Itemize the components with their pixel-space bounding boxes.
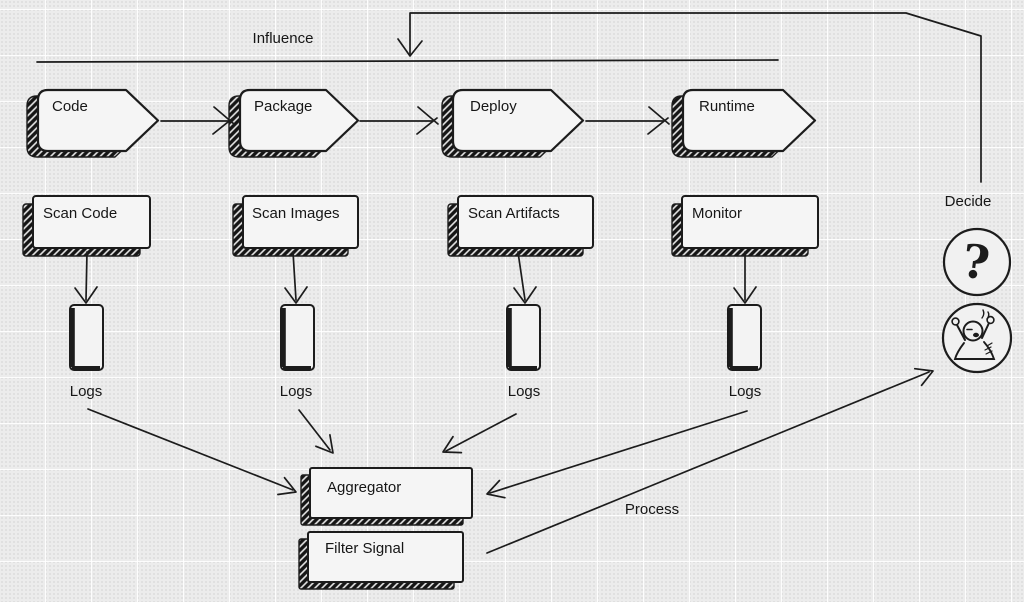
question-circle: ?	[942, 227, 1012, 297]
feedback-line	[409, 12, 982, 183]
scanner-label-scan-artifacts: Scan Artifacts	[468, 205, 560, 222]
scanner-shape-scan-images	[232, 195, 359, 257]
arrowhead-icon	[284, 286, 308, 304]
pipeline-shape-package	[228, 88, 360, 158]
arrowhead-icon	[315, 434, 334, 454]
shape-body	[681, 195, 819, 249]
log-label-1: Logs	[69, 383, 103, 400]
arrow-scan-artifacts-logs	[517, 251, 526, 301]
shape-body	[727, 304, 762, 371]
decide-icons: ?	[941, 227, 1013, 374]
pipeline-arrows	[160, 106, 670, 135]
log-shapes	[69, 304, 762, 371]
log-shape-1	[69, 304, 104, 371]
influence-loop	[36, 12, 982, 183]
shape-body	[681, 88, 817, 153]
shape-body	[69, 304, 104, 371]
pipeline-shape-deploy	[441, 88, 585, 158]
arrow-logs3-aggregator	[445, 413, 517, 452]
shape-body	[309, 467, 473, 519]
pipeline-shape-code	[26, 88, 160, 158]
processing-shapes	[298, 467, 473, 590]
shape-body	[238, 88, 360, 153]
arrowhead-icon	[513, 286, 537, 304]
pipeline-label-deploy: Deploy	[470, 98, 517, 115]
influence-underline	[36, 59, 779, 63]
log-shape-2	[280, 304, 315, 371]
pipeline-label-runtime: Runtime	[699, 98, 755, 115]
log-shape-3	[506, 304, 541, 371]
arrowhead-icon	[212, 106, 235, 135]
arrow-scan-images-logs	[292, 251, 297, 301]
shape-body	[242, 195, 359, 249]
circle-outline	[942, 227, 1012, 297]
shape-body	[506, 304, 541, 371]
arrowhead-icon	[647, 106, 670, 135]
arrow-scan-code-logs	[85, 251, 88, 301]
scan-to-log-arrows	[74, 251, 757, 304]
question-mark-icon: ?	[959, 234, 992, 291]
log-label-3: Logs	[507, 383, 541, 400]
panic-person-circle	[941, 302, 1013, 374]
scanner-shape-scan-artifacts	[447, 195, 594, 257]
aggregator-shape	[300, 467, 473, 526]
scanner-label-scan-images: Scan Images	[252, 205, 340, 222]
process-arrow	[486, 367, 934, 554]
arrowhead-icon	[416, 106, 439, 135]
log-shape-4	[727, 304, 762, 371]
arrowhead-icon	[74, 286, 98, 304]
pipeline-label-package: Package	[254, 98, 313, 115]
arrowhead-icon	[913, 367, 934, 387]
log-label-2: Logs	[279, 383, 313, 400]
scanner-shape-scan-code	[22, 195, 151, 257]
circle-outline	[941, 302, 1013, 374]
shape-body	[36, 88, 160, 153]
arrowhead-icon	[277, 476, 297, 496]
arrowhead-icon	[733, 286, 757, 304]
log-to-aggregator-arrows	[87, 408, 748, 499]
shape-body	[280, 304, 315, 371]
panicking-person-icon	[951, 309, 996, 360]
arrowhead-icon	[486, 479, 506, 499]
feedback-arrowhead-icon	[397, 38, 423, 57]
shape-body	[307, 531, 464, 583]
shape-body	[457, 195, 594, 249]
log-label-4: Logs	[728, 383, 762, 400]
pipeline-shape-runtime	[671, 88, 817, 158]
filter-signal-shape	[298, 531, 464, 590]
aggregator-label: Aggregator	[327, 479, 402, 496]
pipeline-shapes	[26, 88, 817, 158]
shape-body	[32, 195, 151, 249]
process-label: Process	[624, 501, 680, 518]
arrow-logs4-aggregator	[489, 410, 748, 494]
influence-label: Influence	[252, 30, 314, 47]
scanner-shape-monitor	[671, 195, 819, 257]
arrow-filter-decide	[486, 371, 930, 554]
decide-label: Decide	[944, 193, 992, 210]
arrowhead-icon	[442, 435, 463, 454]
arrow-logs2-aggregator	[298, 409, 331, 451]
filter-signal-label: Filter Signal	[325, 540, 405, 557]
shape-body	[451, 88, 585, 153]
scanner-shapes	[22, 195, 819, 257]
scanner-label-scan-code: Scan Code	[43, 205, 118, 222]
arrow-logs1-aggregator	[87, 408, 294, 491]
scanner-label-monitor: Monitor	[692, 205, 743, 222]
pipeline-label-code: Code	[52, 98, 88, 115]
